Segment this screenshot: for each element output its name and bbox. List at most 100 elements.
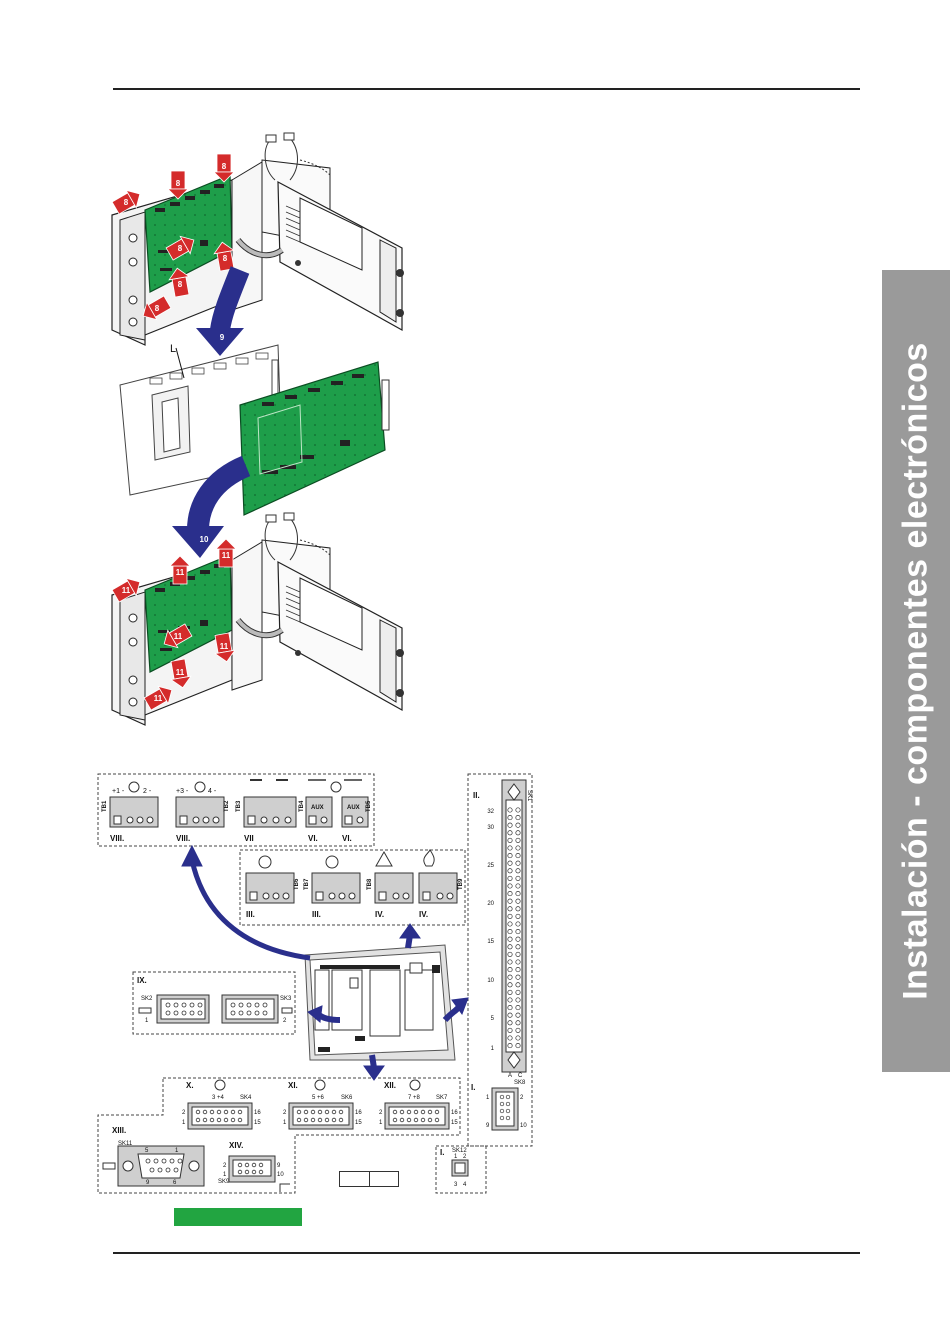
sk1-pin: [515, 1012, 521, 1018]
sk1-pin: [515, 1005, 521, 1011]
sk1-pin: [507, 860, 513, 866]
connector-group-x: [97, 1077, 461, 1194]
svg-text:6: 6: [173, 1180, 177, 1186]
callout-label: 11: [220, 642, 229, 651]
sk1-pin: [515, 959, 521, 965]
svg-text:1: 1: [454, 1154, 458, 1160]
sk1-pin: [507, 868, 513, 874]
sk1-pin: [507, 891, 513, 897]
callout-label: 8: [155, 304, 160, 313]
svg-text:TB9: TB9: [458, 878, 464, 890]
sk1-pin: [515, 822, 521, 828]
connectors-ix: IX. SK2 1 SK3 2: [137, 976, 293, 1024]
part-label-l: L: [170, 343, 176, 355]
sk1-pin: [507, 951, 513, 957]
svg-text:IV.: IV.: [375, 910, 384, 919]
svg-text:10: 10: [520, 1123, 527, 1129]
svg-text:2: 2: [379, 1110, 383, 1116]
svg-text:1: 1: [283, 1120, 287, 1126]
svg-text:SK3: SK3: [280, 996, 292, 1002]
svg-text:SK1: SK1: [526, 790, 532, 802]
sk1-pin: [515, 1020, 521, 1026]
svg-text:7 +8: 7 +8: [408, 1095, 421, 1101]
sk1-pin: [507, 913, 513, 919]
svg-text:4 -: 4 -: [208, 788, 217, 795]
sk1-pin: [515, 853, 521, 859]
sk1-pin: [507, 837, 513, 843]
svg-text:SK9: SK9: [218, 1179, 230, 1185]
sk1-pin: [515, 845, 521, 851]
svg-text:VII: VII: [244, 834, 254, 843]
sk1-pin: [507, 883, 513, 889]
svg-text:X.: X.: [186, 1081, 194, 1090]
sk1-pin: [507, 1020, 513, 1026]
top-rule: [113, 88, 860, 90]
svg-text:5: 5: [145, 1148, 149, 1154]
svg-text:1: 1: [182, 1120, 186, 1126]
sk1-pin: [515, 830, 521, 836]
svg-text:3 +4: 3 +4: [212, 1095, 225, 1101]
sk1-pin: [507, 830, 513, 836]
svg-text:A: A: [508, 1073, 512, 1079]
svg-text:10: 10: [487, 978, 494, 984]
svg-text:AUX: AUX: [311, 805, 324, 811]
callout-label: 8: [124, 198, 129, 207]
svg-text:III.: III.: [312, 910, 321, 919]
svg-text:1: 1: [223, 1172, 227, 1178]
sk1-pin: [515, 906, 521, 912]
svg-text:5: 5: [491, 1016, 495, 1022]
svg-text:I.: I.: [471, 1083, 475, 1092]
svg-text:VIII.: VIII.: [176, 834, 190, 843]
svg-text:AUX: AUX: [347, 805, 360, 811]
callout-label: 11: [174, 632, 183, 641]
svg-text:II.: II.: [473, 791, 480, 800]
svg-text:3: 3: [454, 1182, 458, 1188]
sk1-pin: [507, 906, 513, 912]
callout-label: 11: [222, 551, 231, 560]
svg-text:1: 1: [175, 1148, 179, 1154]
callout-label: 11: [122, 586, 131, 595]
callouts-installation: [111, 538, 237, 711]
terminal-group-upper: [97, 773, 375, 847]
sk1-pin: [515, 1027, 521, 1033]
sk1-pin: [515, 951, 521, 957]
sk1-pin: [515, 913, 521, 919]
sk1-pin: [515, 891, 521, 897]
svg-text:16: 16: [355, 1110, 362, 1116]
sk1-pin: [507, 936, 513, 942]
svg-text:4: 4: [463, 1182, 467, 1188]
svg-text:15: 15: [487, 939, 494, 945]
svg-text:15: 15: [451, 1120, 458, 1126]
svg-text:SK8: SK8: [514, 1080, 526, 1086]
sk1-pin: [515, 1043, 521, 1049]
terminal-blocks-upper: TB1 +1 - 2 - VIII. TB2 +3 - 4 - VIII. TB…: [102, 779, 372, 843]
connector-group-sk12: [435, 1145, 487, 1194]
svg-text:VIII.: VIII.: [110, 834, 124, 843]
sk1-pin: [515, 898, 521, 904]
sk1-pin: [515, 860, 521, 866]
sk1-pin: [515, 929, 521, 935]
svg-text:2: 2: [283, 1110, 287, 1116]
connector-map-figure: TB1 +1 - 2 - VIII. TB2 +3 - 4 - VIII. TB…: [97, 773, 533, 1194]
svg-text:9: 9: [277, 1163, 281, 1169]
sk1-pin: [515, 974, 521, 980]
svg-text:2: 2: [223, 1163, 227, 1169]
side-tab: [882, 270, 950, 1072]
sk1-pin: [515, 936, 521, 942]
svg-text:9: 9: [220, 333, 225, 342]
svg-text:25: 25: [487, 863, 494, 869]
callout-label: 8: [176, 179, 181, 188]
svg-text:10: 10: [200, 535, 209, 544]
sk1-pin: [507, 1005, 513, 1011]
svg-text:TB8: TB8: [367, 878, 373, 890]
svg-text:1: 1: [145, 1018, 149, 1024]
sk1-pin: [507, 959, 513, 965]
sk1-pin: [507, 921, 513, 927]
sk1-pin: [507, 898, 513, 904]
blank-table-box: [339, 1171, 399, 1187]
svg-text:TB7: TB7: [304, 878, 310, 890]
svg-text:IV.: IV.: [419, 910, 428, 919]
svg-text:I.: I.: [440, 1148, 444, 1157]
sk1-pin: [507, 1043, 513, 1049]
sk1-pin: [507, 997, 513, 1003]
